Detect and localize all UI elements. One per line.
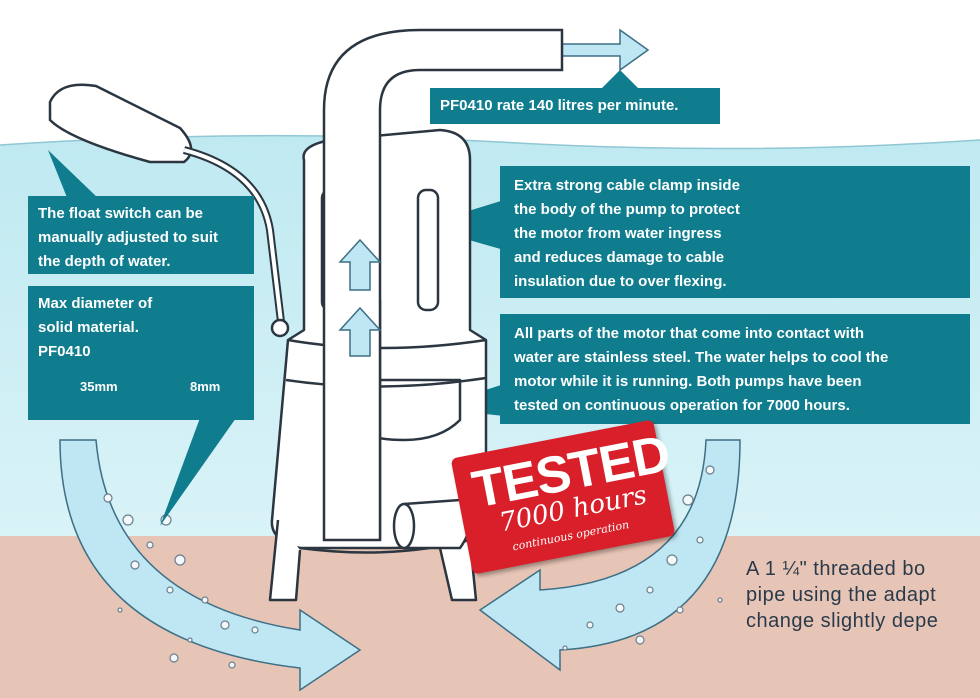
float-switch-line: the depth of water.	[38, 253, 171, 270]
up-arrow-icon-1	[338, 238, 382, 291]
float-switch-line: The float switch can be	[38, 205, 204, 222]
callout-flow-rate: PF0410 rate 140 litres per minute.	[430, 88, 720, 124]
flow-rate-text: PF0410 rate 140 litres per minute.	[440, 97, 679, 114]
max-diameter-line: PF0410	[38, 343, 91, 360]
outlet-arrow-icon	[559, 28, 650, 72]
float-switch-line: manually adjusted to suit	[38, 229, 219, 246]
up-arrow-icon-2	[338, 306, 382, 357]
flow-arrow-left-icon	[59, 439, 362, 692]
cable-clamp-line: insulation due to over flexing.	[514, 273, 727, 290]
bottom-description-line: change slightly depe	[746, 610, 939, 632]
cable-clamp-line: the body of the pump to protect	[514, 201, 740, 218]
float-switch-icon	[48, 83, 290, 338]
bottom-description-line: pipe using the adapt	[746, 584, 937, 606]
stainless-parts-line: All parts of the motor that come into co…	[514, 325, 865, 342]
callout-float-switch: The float switch can be manually adjuste…	[28, 196, 254, 274]
cable-clamp-line: Extra strong cable clamp inside	[514, 177, 740, 194]
callout-stainless-parts: All parts of the motor that come into co…	[500, 314, 970, 424]
bottom-description: A 1 ¼" threaded bo pipe using the adapt …	[746, 556, 980, 634]
cable-clamp-line: the motor from water ingress	[514, 225, 722, 242]
max-diameter-line: Max diameter of	[38, 295, 153, 312]
stainless-parts-line: motor while it is running. Both pumps ha…	[514, 373, 862, 390]
bottom-description-line: A 1 ¼" threaded bo	[746, 558, 926, 580]
size-label-large: 35mm	[80, 379, 118, 394]
callout-max-diameter: Max diameter of solid material. PF0410	[28, 286, 254, 420]
size-label-small: 8mm	[190, 379, 221, 394]
bubbles	[103, 465, 723, 669]
cable-clamp-line: and reduces damage to cable	[514, 249, 725, 266]
stainless-parts-line: water are stainless steel. The water hel…	[514, 349, 889, 366]
callout-pointer-float	[48, 150, 100, 200]
callout-cable-clamp: Extra strong cable clamp inside the body…	[500, 166, 970, 298]
outlet-pipe	[322, 28, 564, 542]
callout-pointer-rate	[600, 70, 640, 90]
stainless-parts-line: tested on continuous operation for 7000 …	[514, 397, 850, 414]
callout-pointer-diameter	[160, 418, 236, 526]
flow-arrow-right-icon	[478, 439, 741, 672]
max-diameter-line: solid material.	[38, 319, 139, 336]
